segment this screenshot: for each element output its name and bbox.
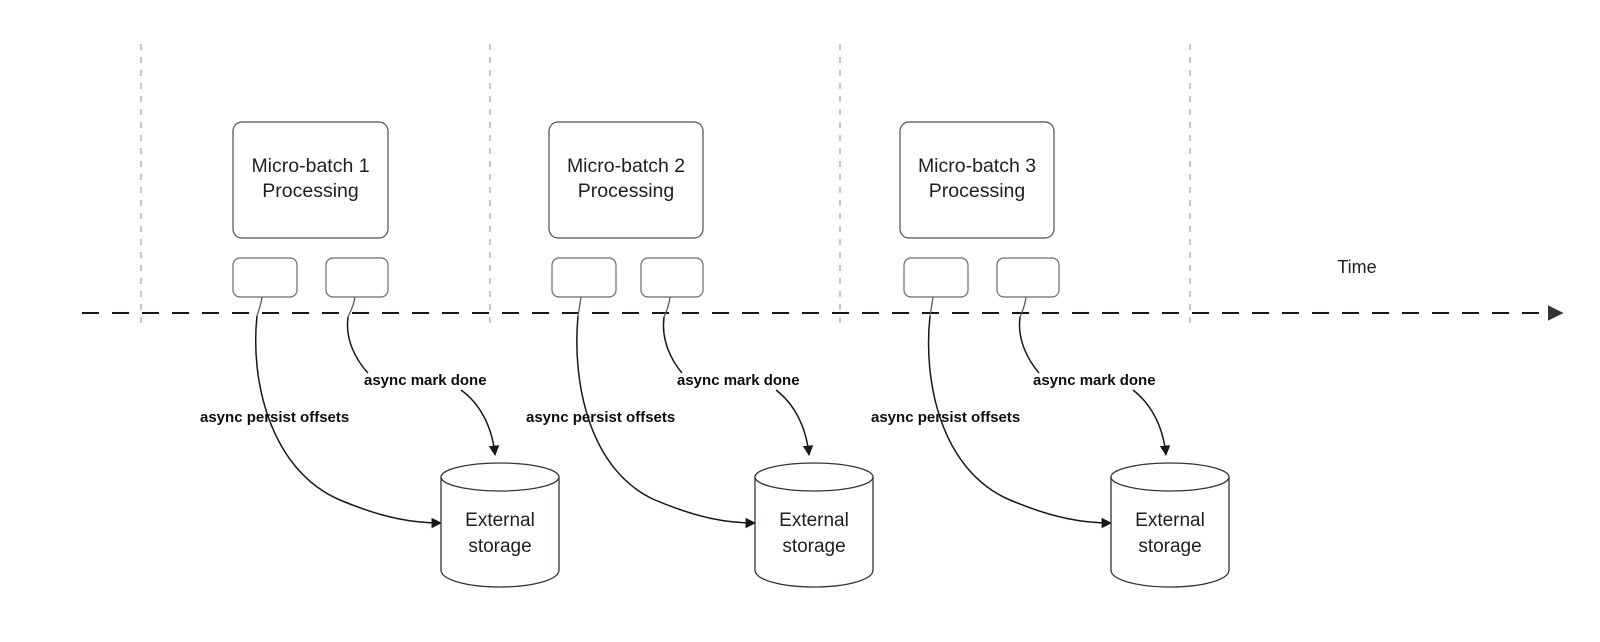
group-2: Micro-batch 2 Processing async persist o… — [526, 121, 874, 588]
external-storage-2-label-line2: storage — [782, 536, 845, 557]
edge-persist-2-label: async persist offsets — [526, 409, 675, 426]
micro-batch-2-box[interactable] — [548, 121, 704, 239]
group-1: Micro-batch 1 Processing async persist o… — [200, 121, 560, 588]
edge-mark-3-label: async mark done — [1033, 372, 1156, 389]
edge-mark-1-label: async mark done — [364, 372, 487, 389]
external-storage-3-label-line1: External — [1135, 510, 1205, 531]
task-box-1b[interactable] — [325, 257, 389, 298]
time-axis-label: Time — [1337, 257, 1376, 277]
task-box-2a[interactable] — [551, 257, 617, 298]
micro-batch-3-label-line2: Processing — [929, 180, 1025, 202]
edge-persist-3-curve — [927, 315, 1113, 529]
external-storage-1-label-line2: storage — [468, 536, 531, 557]
task-1a-stem — [256, 296, 263, 317]
task-3a-stem — [929, 296, 934, 317]
external-storage-2-top — [754, 462, 874, 492]
micro-batch-3-label-line1: Micro-batch 3 — [918, 155, 1036, 177]
external-storage-3-top — [1110, 462, 1230, 492]
external-storage-2-label-line1: External — [779, 510, 849, 531]
edge-persist-2-curve — [576, 315, 757, 529]
external-storage-3-label-line2: storage — [1138, 536, 1201, 557]
external-storage-3-body[interactable] — [1110, 476, 1230, 588]
task-1b-stem — [347, 296, 356, 318]
external-storage-1-label-line1: External — [465, 510, 535, 531]
task-box-3a[interactable] — [903, 257, 969, 298]
edge-mark-3-curve — [1018, 316, 1040, 374]
edge-mark-2-curve-tail — [775, 389, 814, 457]
group-3: Micro-batch 3 Processing async persist o… — [871, 121, 1230, 588]
micro-batch-1-label-line2: Processing — [262, 180, 358, 202]
task-2b-stem — [663, 296, 671, 318]
micro-batch-2-label-line1: Micro-batch 2 — [567, 155, 685, 177]
micro-batch-2-label-line2: Processing — [578, 180, 674, 202]
task-3b-stem — [1019, 296, 1027, 318]
external-storage-2-body[interactable] — [754, 476, 874, 588]
edge-mark-1-curve — [346, 316, 369, 374]
external-storage-1-top — [440, 462, 560, 492]
edge-mark-3-curve-tail — [1132, 389, 1171, 457]
task-box-1a[interactable] — [232, 257, 298, 298]
edge-persist-1-curve — [254, 315, 443, 529]
task-box-2b[interactable] — [640, 257, 704, 298]
task-2a-stem — [577, 296, 582, 317]
edge-mark-2-curve — [662, 316, 683, 374]
edge-persist-1-label: async persist offsets — [200, 409, 349, 426]
edge-persist-3-label: async persist offsets — [871, 409, 1020, 426]
task-box-3b[interactable] — [996, 257, 1060, 298]
micro-batch-3-box[interactable] — [899, 121, 1055, 239]
edge-mark-2-label: async mark done — [677, 372, 800, 389]
micro-batch-1-label-line1: Micro-batch 1 — [251, 155, 369, 177]
external-storage-1-body[interactable] — [440, 476, 560, 588]
micro-batch-1-box[interactable] — [232, 121, 389, 239]
edge-mark-1-curve-tail — [460, 389, 500, 457]
